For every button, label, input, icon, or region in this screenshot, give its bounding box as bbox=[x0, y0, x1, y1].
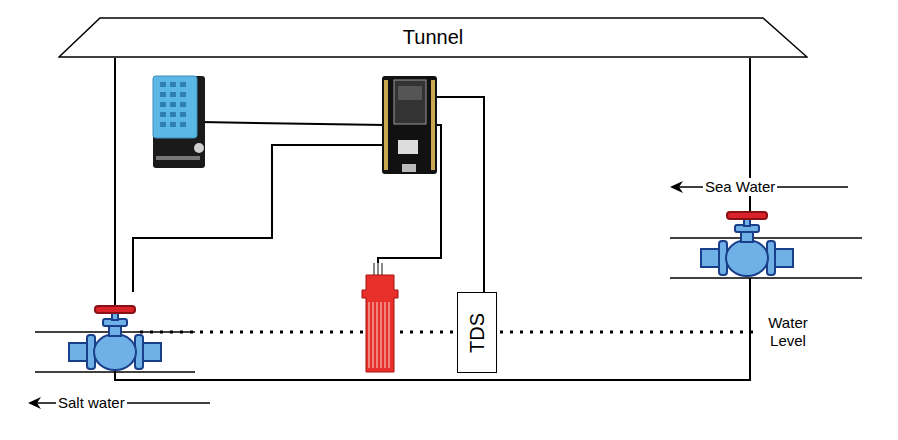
valve-symbol bbox=[69, 306, 161, 370]
water-sensor bbox=[362, 263, 398, 372]
flow-label: Salt water bbox=[56, 394, 127, 412]
pipe-line bbox=[670, 277, 862, 279]
arrow-head bbox=[28, 397, 41, 409]
level-label: Water Level bbox=[759, 314, 817, 350]
pipe-line bbox=[35, 371, 195, 373]
pipe-line bbox=[670, 237, 862, 239]
tunnel-shape bbox=[59, 18, 807, 57]
node-text: Tunnel bbox=[403, 26, 463, 49]
esp32-board bbox=[382, 76, 437, 174]
valve-symbol bbox=[701, 212, 793, 276]
flow-label: Sea Water bbox=[703, 178, 777, 196]
sensor-box: TDS bbox=[457, 292, 497, 373]
arrow-head bbox=[670, 181, 683, 193]
water-level-line bbox=[140, 331, 760, 334]
node-text: TDS bbox=[466, 313, 489, 353]
dht-sensor bbox=[153, 76, 205, 168]
tunnel-roof: Tunnel bbox=[58, 17, 808, 58]
